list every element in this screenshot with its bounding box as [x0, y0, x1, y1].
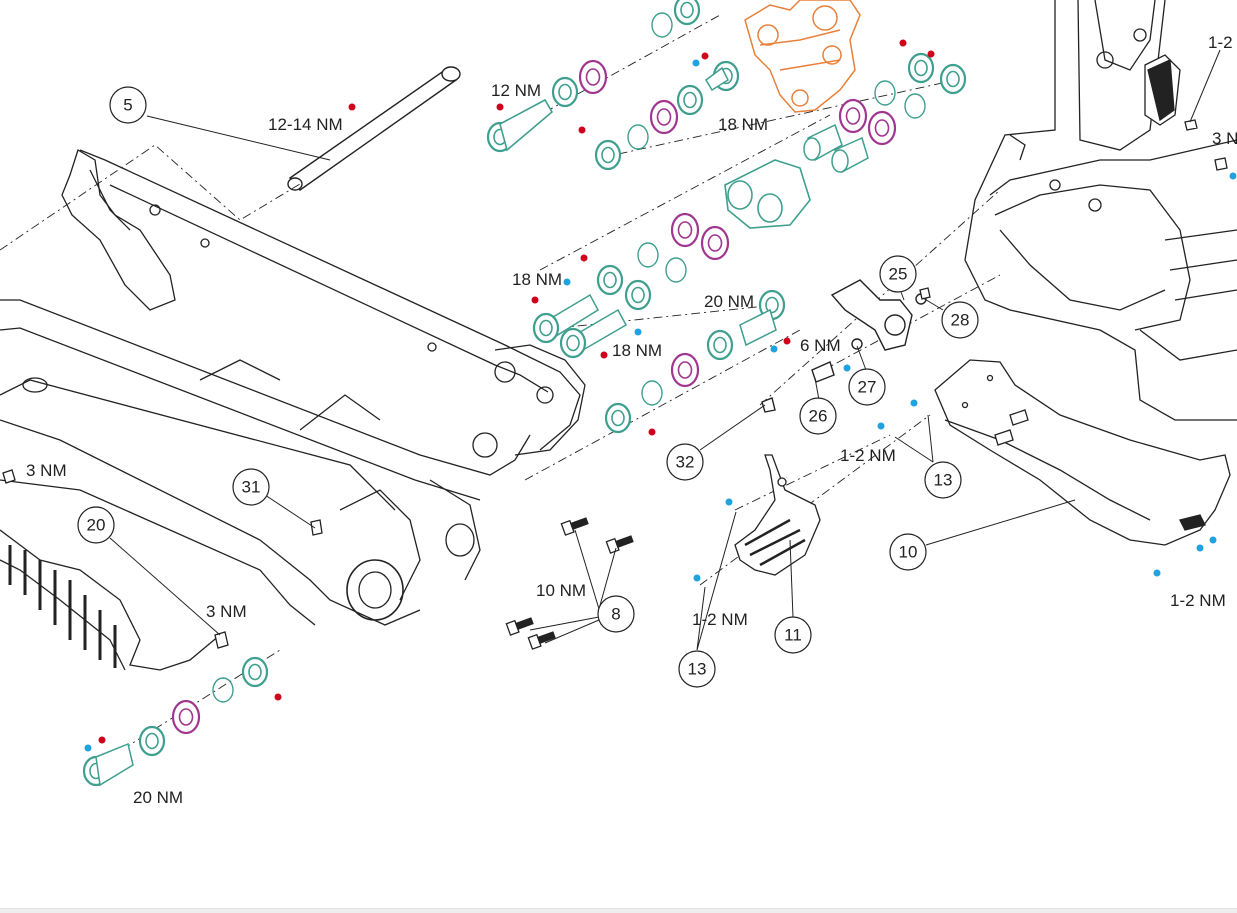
torque-18-mid-label: 18 NM [612, 341, 662, 360]
torque-1-2-bottom-label: 1-2 NM [692, 610, 748, 629]
bearing-icon [486, 0, 967, 434]
callout-26: 26 [799, 397, 837, 435]
callout-27: 27 [848, 368, 886, 406]
callout-13-bottom: 13 [678, 650, 716, 688]
callout-10-label: 10 [899, 543, 918, 562]
callout-32: 32 [666, 443, 704, 481]
leader-lines [109, 49, 1221, 651]
torque-3-top-label: 3 N [1212, 129, 1237, 148]
threadlock-dots [84, 39, 1237, 752]
torque-1-2-right-label: 1-2 NM [1170, 591, 1226, 610]
callout-25-label: 25 [889, 265, 908, 284]
skid-plate-icon [934, 359, 1231, 546]
callout-8-label: 8 [611, 605, 620, 624]
torque-6-label: 6 NM [800, 336, 841, 355]
callout-13-right: 13 [924, 461, 962, 499]
rocker-clamp-icon [761, 279, 927, 413]
callout-10: 10 [889, 533, 927, 571]
chain-guard-icon [734, 454, 821, 576]
torque-20-mid-label: 20 NM [704, 292, 754, 311]
callout-5-label: 5 [123, 96, 132, 115]
callout-8: 8 [597, 595, 635, 633]
callout-26-label: 26 [809, 407, 828, 426]
rear-pivot-bearings-icon [2, 469, 269, 787]
torque-3-left-label: 3 NM [26, 461, 67, 480]
callout-27-label: 27 [858, 378, 877, 397]
motor-housing-icon [964, 0, 1237, 421]
callout-31: 31 [232, 468, 270, 506]
callout-13-bottom-label: 13 [688, 660, 707, 679]
bottom-edge-bar [0, 908, 1237, 913]
frame-icon [0, 149, 586, 671]
callout-20: 20 [77, 506, 115, 544]
bolt-icon [919, 119, 1228, 300]
callout-31-label: 31 [242, 478, 261, 497]
callouts: 5 25 28 27 26 32 13 10 31 20 8 11 13 [77, 86, 979, 688]
callout-28: 28 [941, 301, 979, 339]
callout-32-label: 32 [676, 453, 695, 472]
torque-18-top-label: 18 NM [718, 115, 768, 134]
torque-20-bottom-label: 20 NM [133, 788, 183, 807]
torque-1-2-mid-label: 1-2 NM [840, 446, 896, 465]
torque-10-label: 10 NM [536, 581, 586, 600]
assembly-lines [0, 14, 1001, 771]
torque-18-left-label: 18 NM [512, 270, 562, 289]
callout-11: 11 [774, 616, 812, 654]
bolt-set-8-icon [505, 517, 634, 650]
callout-11-label: 11 [784, 626, 802, 645]
shock-link-icon [744, 0, 861, 113]
callout-5: 5 [109, 86, 147, 124]
callout-13-right-label: 13 [934, 471, 953, 490]
torque-12-label: 12 NM [491, 81, 541, 100]
torque-labels: 12-14 NM 12 NM 18 NM 18 NM 18 NM 20 NM 6… [26, 33, 1237, 807]
callout-25: 25 [879, 255, 917, 293]
torque-12-14-label: 12-14 NM [268, 115, 343, 134]
torque-1-2-top-label: 1-2 [1208, 33, 1233, 52]
callout-28-label: 28 [951, 311, 970, 330]
pivot-bolt-31-icon [310, 519, 323, 536]
callout-20-label: 20 [87, 516, 106, 535]
torque-3-lower-label: 3 NM [206, 602, 247, 621]
